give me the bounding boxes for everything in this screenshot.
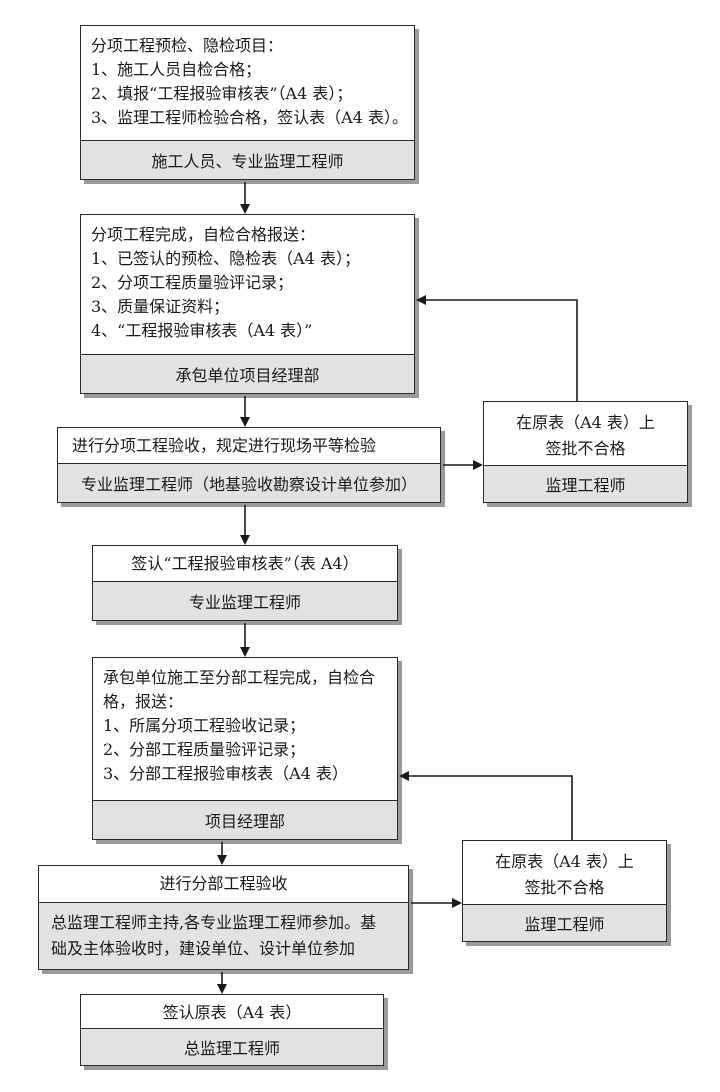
step-line: 在原表（A4 表）上 <box>516 413 655 432</box>
step-line: 2、填报“工程报验审核表”（A4 表）； <box>91 84 353 103</box>
step-line: 签批不合格 <box>545 439 626 458</box>
step-division-completion-box: 承包单位施工至分部工程完成，自检合 格，报送： 1、所属分项工程验收记录； 2、… <box>92 657 398 840</box>
responsible-party: 总监理工程师主持,各专业监理工程师参加。基 础及主体验收时，建设单位、设计单位参… <box>39 902 408 969</box>
step-line: 签批不合格 <box>524 878 605 897</box>
step-line: 在原表（A4 表）上 <box>495 852 634 871</box>
step-line: 进行分部工程验收 <box>159 874 288 893</box>
step-line: 2、分部工程质量验评记录； <box>103 740 306 759</box>
arrow-reject-back-to-box2 <box>416 295 578 401</box>
step-line: 分项工程完成，自检合格报送： <box>91 225 316 244</box>
step-division-acceptance-box: 进行分部工程验收 总监理工程师主持,各专业监理工程师参加。基 础及主体验收时，建… <box>38 865 409 970</box>
step-line: 4、“工程报验审核表（A4 表）” <box>91 321 313 340</box>
step-line: 1、已签认的预检、隐检表（A4 表）； <box>91 249 361 268</box>
responsible-party: 施工人员、专业监理工程师 <box>81 140 414 179</box>
responsible-party: 承包单位项目经理部 <box>81 354 414 393</box>
responsible-party: 专业监理工程师 <box>93 581 397 620</box>
responsible-party: 监理工程师 <box>463 904 666 941</box>
step-line: 签认原表（A4 表） <box>162 1003 302 1022</box>
footer-line: 总监理工程师主持,各专业监理工程师参加。基 <box>51 913 377 932</box>
step-line: 签认“工程报验审核表”（表 A4） <box>131 554 359 573</box>
step-line: 3、分部工程报验审核表（A4 表） <box>103 764 349 783</box>
rejection-box-1: 在原表（A4 表）上 签批不合格 监理工程师 <box>483 401 688 503</box>
step-sign-approval-box: 签认“工程报验审核表”（表 A4） 专业监理工程师 <box>92 545 398 621</box>
step-line: 1、施工人员自检合格； <box>91 60 262 79</box>
footer-line: 础及主体验收时，建设单位、设计单位参加 <box>51 939 356 958</box>
step-line: 2、分项工程质量验评记录； <box>91 273 294 292</box>
step-line: 3、质量保证资料； <box>91 297 230 316</box>
step-line: 格，报送： <box>103 692 184 711</box>
responsible-party: 项目经理部 <box>93 800 397 839</box>
rejection-box-2: 在原表（A4 表）上 签批不合格 监理工程师 <box>462 840 667 942</box>
step-final-sign-box: 签认原表（A4 表） 总监理工程师 <box>80 994 384 1066</box>
step-line: 1、所属分项工程验收记录； <box>103 716 306 735</box>
step-line: 3、监理工程师检验合格，签认表（A4 表）。 <box>91 108 409 127</box>
arrow-reject-back-to-box5 <box>399 771 573 840</box>
step-line: 进行分项工程验收，规定进行现场平等检验 <box>72 436 377 455</box>
responsible-party: 总监理工程师 <box>81 1028 383 1065</box>
step-line: 分项工程预检、隐检项目： <box>91 36 284 55</box>
step-subitem-acceptance-box: 进行分项工程验收，规定进行现场平等检验 专业监理工程师（地基验收勘察设计单位参加… <box>57 427 441 503</box>
responsible-party: 监理工程师 <box>484 465 687 502</box>
responsible-party: 专业监理工程师（地基验收勘察设计单位参加） <box>58 463 440 502</box>
step-prework-inspection-box: 分项工程预检、隐检项目： 1、施工人员自检合格； 2、填报“工程报验审核表”（A… <box>80 25 415 180</box>
step-line: 承包单位施工至分部工程完成，自检合 <box>103 668 376 687</box>
step-subitem-completion-box: 分项工程完成，自检合格报送： 1、已签认的预检、隐检表（A4 表）； 2、分项工… <box>80 214 415 394</box>
